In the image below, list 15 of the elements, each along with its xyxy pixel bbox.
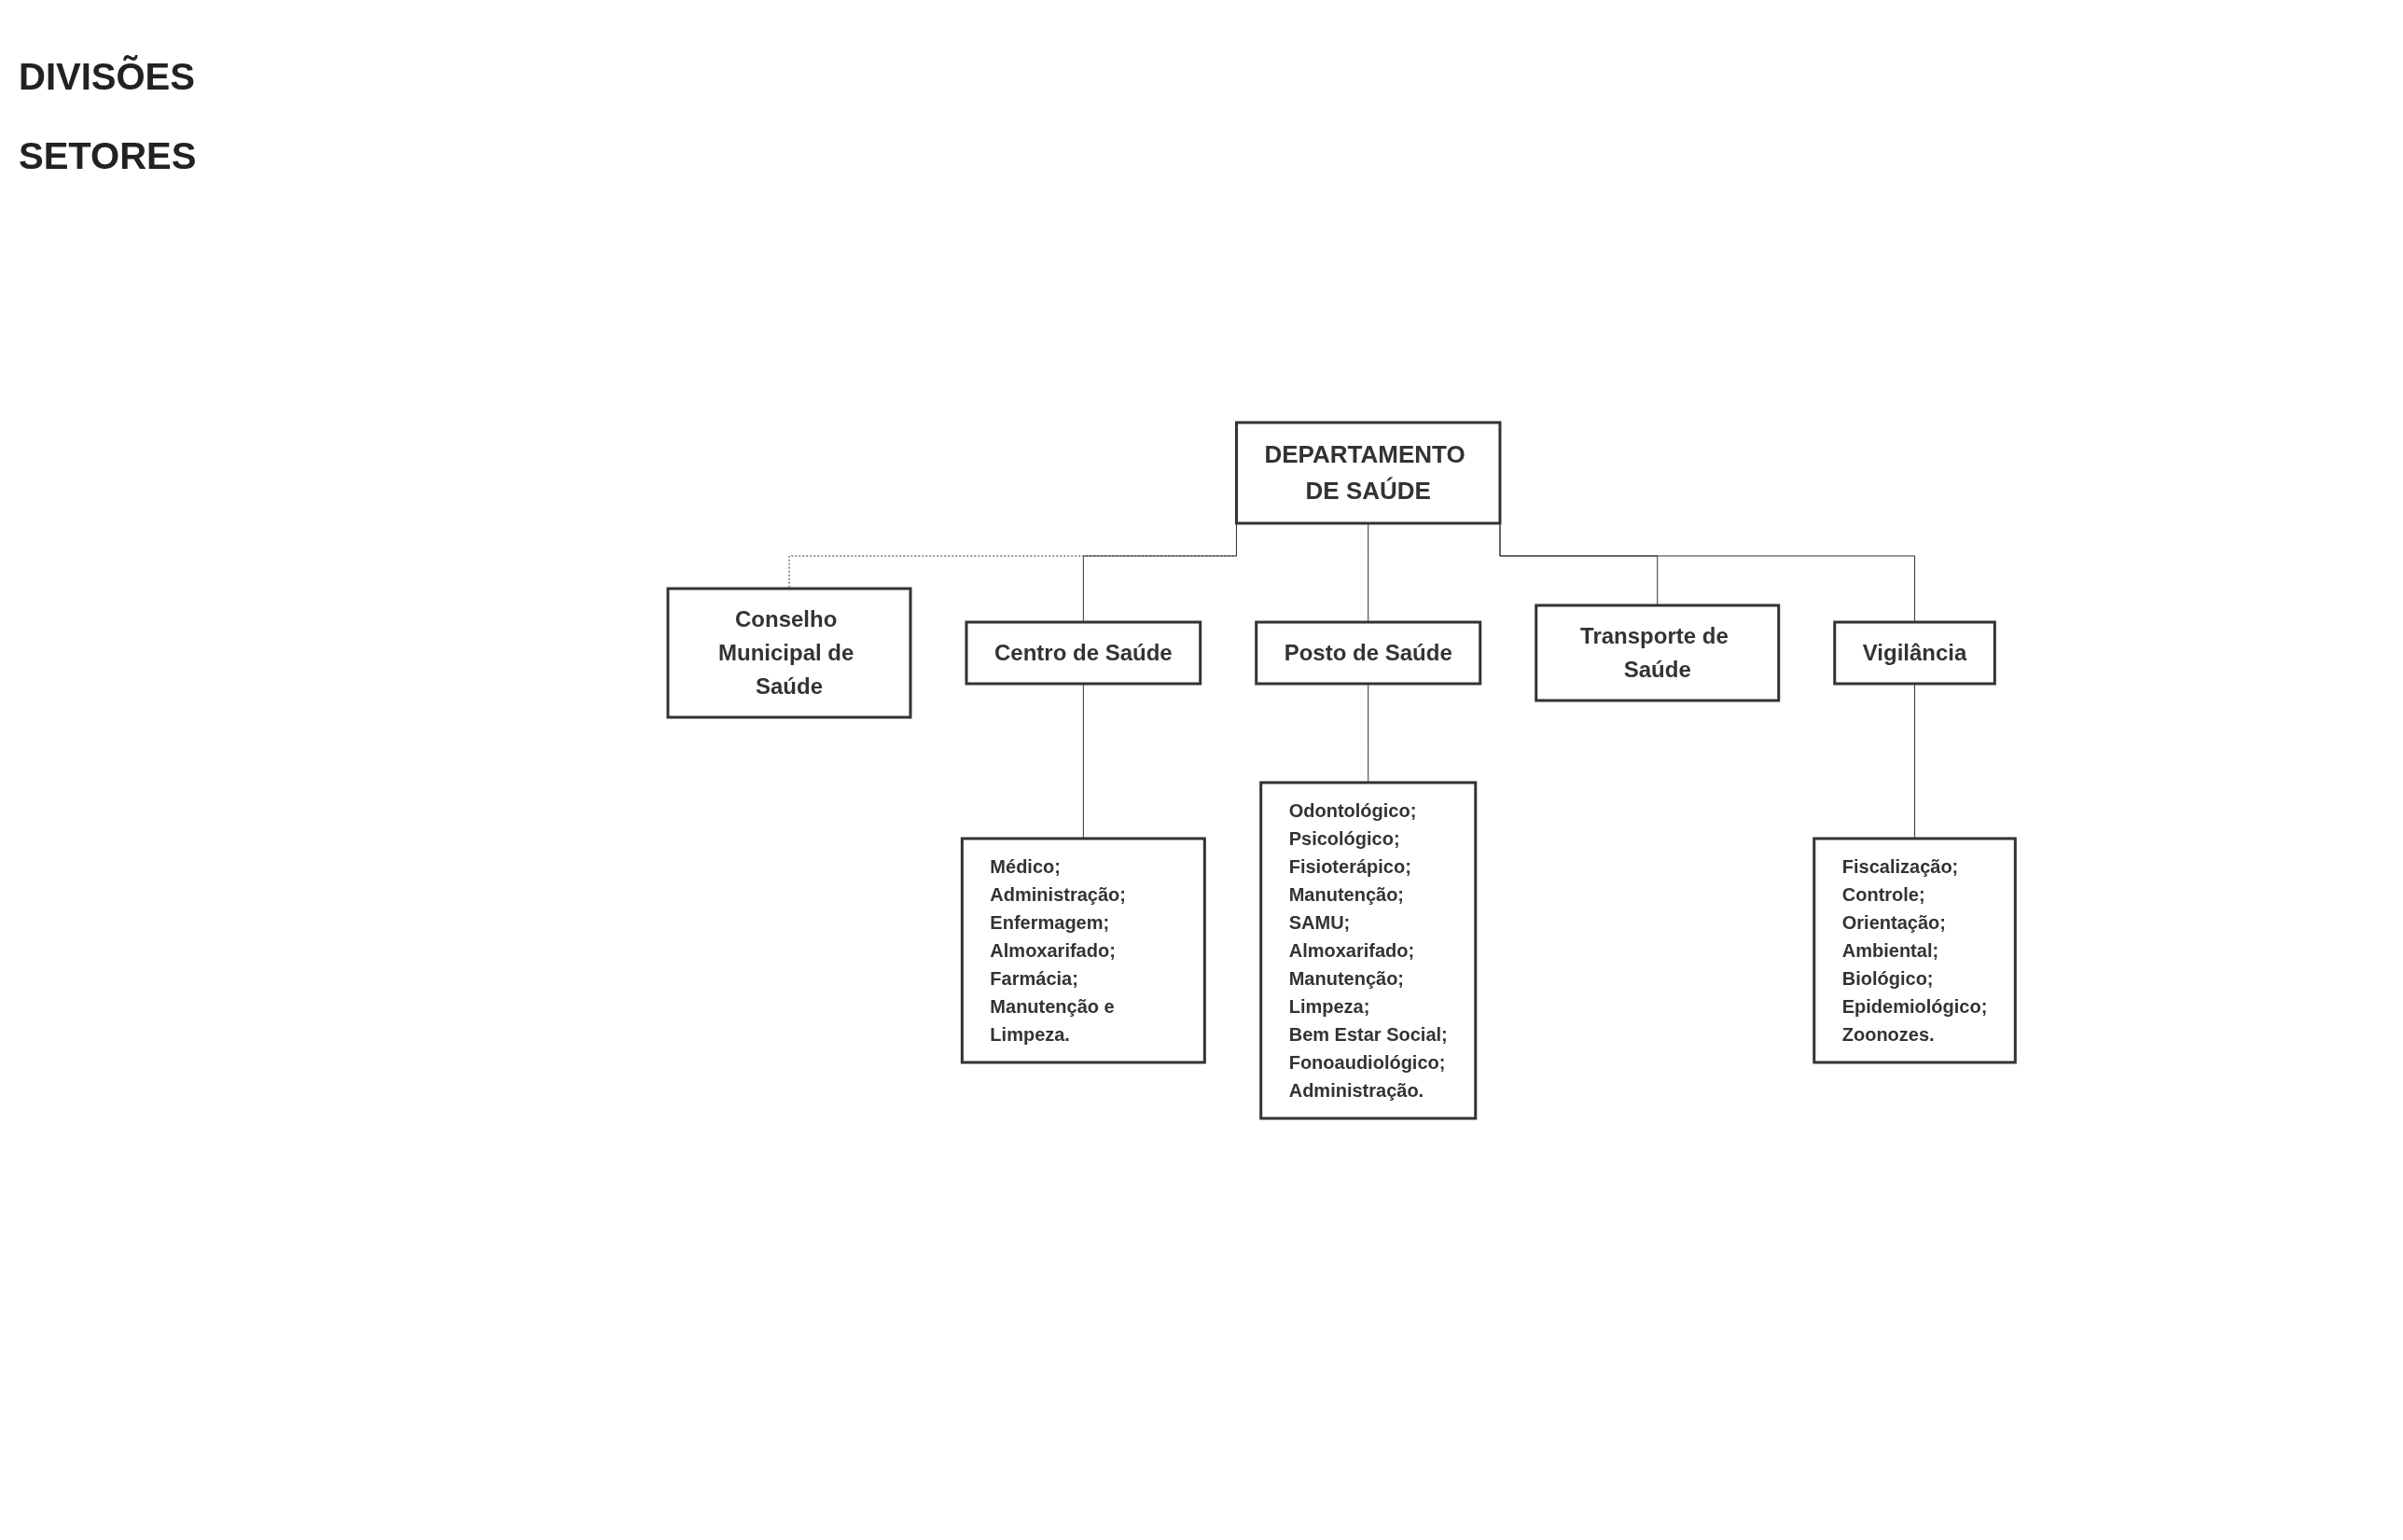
node-box: Médico; Administração; Enfermagem; Almoxarifado; Farmácia; Manutenção e Limpeza. xyxy=(960,837,1206,1063)
node-box: Posto de Saúde xyxy=(1255,620,1482,685)
node-box: Odontológico; Psicológico; Fisioterápico; Manutenção; SAMU; Almoxarifado; Manutenção; Limpeza; Bem Estar Social; Fonoaudiológico; Administração. xyxy=(1259,781,1478,1119)
section-label: SETORES xyxy=(19,135,198,177)
node-box: Conselho Municipal de Saúde xyxy=(666,587,912,718)
section-label: DIVISÕES xyxy=(19,56,196,98)
node-box: Transporte de Saúde xyxy=(1535,604,1781,701)
node-box: Fiscalização; Controle; Orientação; Ambiental; Biológico; Epidemiológico; Zoonozes. xyxy=(1813,837,2017,1063)
connector xyxy=(1368,683,1369,783)
node-box: Centro de Saúde xyxy=(965,620,1202,685)
connector xyxy=(1913,683,1915,839)
connector xyxy=(1082,683,1084,839)
connector xyxy=(1368,522,1369,622)
node-box: DEPARTAMENTO DE SAÚDE xyxy=(1234,421,1502,524)
node-box: Vigilância xyxy=(1833,620,1996,685)
